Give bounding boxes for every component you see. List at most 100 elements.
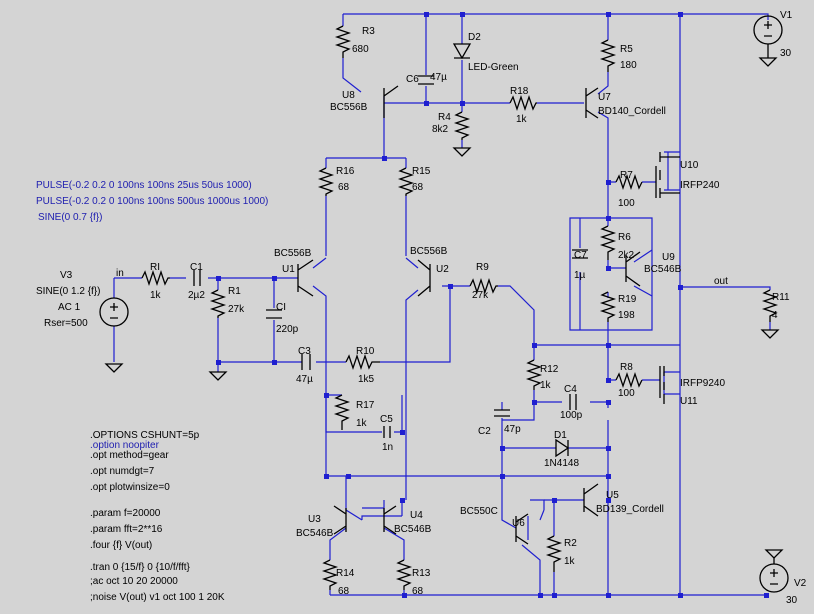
directive-4: .opt numdgt=7 [90,466,155,477]
resistor-r11 [761,289,779,322]
label-u10: U10 [680,160,699,171]
wires [113,13,771,598]
label-v1: V1 [780,10,793,21]
label-d2: D2 [468,32,481,43]
net-label-out: out [714,276,728,287]
transistor-u8 [383,85,399,118]
value-c5: 1n [382,442,393,453]
ground-symbols [104,44,784,564]
value-r19: 198 [618,310,635,321]
label-u3: U3 [308,514,321,525]
pulse-comment-1: PULSE(-0.2 0.2 0 100ns 100ns 25us 50us 1… [36,180,252,191]
pulse-comments: PULSE(-0.2 0.2 0 100ns 100ns 25us 50us 1… [36,180,268,223]
directive-9: .tran 0 {15/f} 0 {10/f/fft} [90,562,191,573]
value-r15: 68 [412,182,424,193]
source-v3 [99,297,129,327]
transistor-u6 [515,513,529,545]
value-u6: BC550C [460,506,498,517]
directive-1: .OPTIONS CSHUNT=5p [90,430,200,441]
label-d1: D1 [554,430,567,441]
transistor-symbols [297,85,680,545]
value-c7: 1µ [574,270,586,281]
label-r7: R7 [620,170,633,181]
label-u5: U5 [606,490,619,501]
v3-line-3: Rser=500 [44,318,88,329]
label-c6: C6 [406,74,419,85]
resistor-r14 [321,559,339,590]
diode-d1 [555,438,570,458]
resistor-ri [141,269,170,287]
transistor-u9 [625,251,641,287]
resistor-r2 [545,535,563,572]
value-d1: 1N4148 [544,458,579,469]
label-ci: CI [276,302,286,313]
value-u1: BC556B [274,248,312,259]
label-r8: R8 [620,362,633,373]
label-u8: U8 [342,90,355,101]
value-u4: BC546B [394,524,432,535]
resistor-r4 [453,111,471,140]
diode-symbols [452,43,570,458]
resistor-r7 [615,173,643,191]
source-v2 [759,563,789,593]
resistor-r16 [317,167,335,196]
ground-icon [208,371,228,381]
pulse-comment-2: PULSE(-0.2 0.2 0 100ns 100ns 500us 1000u… [36,196,268,207]
value-u7: BD140_Cordell [598,106,666,117]
label-u1: U1 [282,264,295,275]
value-r7: 100 [618,198,635,209]
value-r3: 680 [352,44,369,55]
ground-icon [104,363,124,373]
directive-3: .opt method=gear [90,450,169,461]
label-r13: R13 [412,568,431,579]
value-r13: 68 [412,586,424,597]
transistor-u1 [297,259,314,297]
net-labels: in out [116,268,728,287]
net-label-in: in [116,268,124,279]
value-r8: 100 [618,388,635,399]
pulse-comment-3: SINE(0 0.7 {f}) [38,212,102,223]
transistor-u7 [585,87,599,119]
value-ci: 220p [276,324,299,335]
value-r4: 8k2 [432,124,449,135]
label-r6: R6 [618,232,631,243]
label-v2: V2 [794,578,807,589]
value-r1: 27k [228,304,245,315]
label-r3: R3 [362,26,375,37]
label-u7: U7 [598,92,611,103]
resistor-r9 [469,277,498,295]
capacitor-symbols [193,75,588,438]
label-r2: R2 [564,538,577,549]
label-u4: U4 [410,510,423,521]
resistor-r15 [397,167,415,196]
transistor-u5 [583,483,599,517]
label-u9: U9 [662,252,675,263]
value-u9: BC546B [644,264,682,275]
value-c1: 2µ2 [188,290,205,301]
resistor-r13 [395,559,413,590]
label-c4: C4 [564,384,577,395]
label-r4: R4 [438,112,451,123]
value-d2: LED-Green [468,62,519,73]
resistor-r1 [209,289,227,318]
value-r17: 1k [356,418,368,429]
junctions [216,12,769,598]
value-v2: 30 [786,595,798,606]
label-c1: C1 [190,262,203,273]
label-r16: R16 [336,166,355,177]
directive-8: .four {f} V(out) [90,540,152,551]
label-u2: U2 [436,264,449,275]
value-r11: 4 [772,310,778,321]
capacitor-c2 [494,409,510,417]
label-c2: C2 [478,426,491,437]
label-r1: R1 [228,286,241,297]
value-ri: 1k [150,290,162,301]
capacitor-c4 [569,394,577,410]
ground-icon [758,57,778,67]
value-u8: BC556B [330,102,368,113]
label-r5: R5 [620,44,633,55]
directive-5: .opt plotwinsize=0 [90,482,170,493]
resistor-r6 [599,225,617,260]
transistor-u4 [383,505,397,535]
